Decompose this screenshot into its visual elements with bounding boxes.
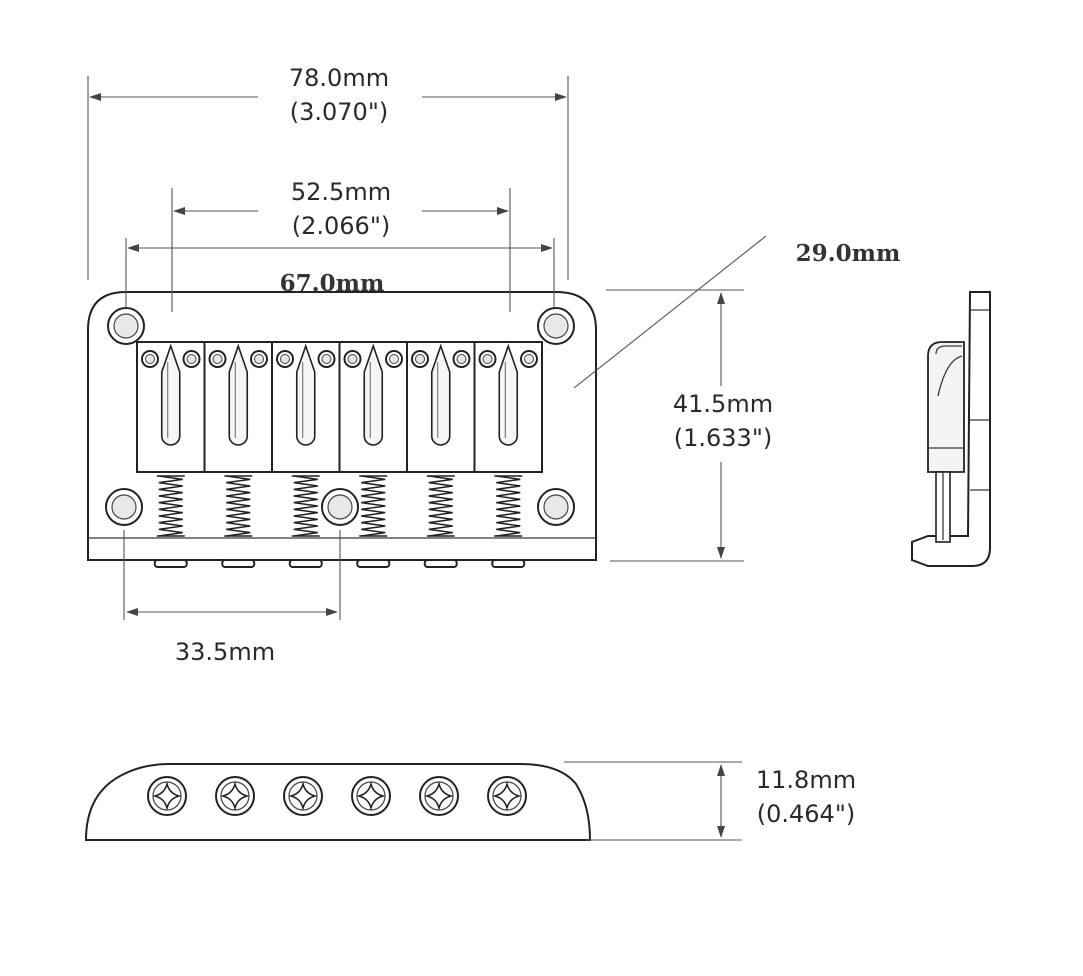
- screw-tip: [288, 559, 323, 568]
- screw-tip: [356, 559, 391, 568]
- depth-inch: (1.633"): [674, 424, 772, 452]
- depth-mm: 41.5mm: [673, 390, 773, 418]
- dim-overall-width: 78.0mm (3.070"): [87, 64, 569, 280]
- string-spacing-mm: 52.5mm: [291, 178, 391, 206]
- offset-width-mm: 29.0mm: [796, 240, 901, 267]
- mount-spacing-mm: 67.0mm: [280, 270, 385, 297]
- phillips-screw: [147, 776, 187, 816]
- spring: [156, 475, 185, 537]
- phillips-screw: [351, 776, 391, 816]
- saddle-screw-tips: [153, 559, 526, 568]
- phillips-screw: [215, 776, 255, 816]
- front-screws: [147, 776, 527, 816]
- side-saddle: [927, 341, 965, 473]
- dim-string-spacing: 52.5mm (2.066"): [171, 178, 511, 312]
- saddle: [271, 341, 341, 473]
- mount-hole-top-left: [107, 307, 145, 345]
- dim-height: 11.8mm (0.464"): [564, 761, 856, 841]
- side-view: [911, 291, 991, 567]
- spring: [291, 475, 320, 537]
- mount-hole-top-right: [537, 307, 575, 345]
- dim-offset-width: 29.0mm: [573, 235, 901, 389]
- mount-hole-bottom-right: [537, 488, 575, 526]
- saddle: [203, 341, 273, 473]
- saddle: [473, 341, 543, 473]
- height-inch: (0.464"): [757, 800, 855, 828]
- spring: [224, 475, 253, 537]
- saddle: [338, 341, 408, 473]
- overall-width-inch: (3.070"): [290, 98, 388, 126]
- springs: [156, 475, 523, 537]
- mount-hole-bottom-left: [105, 488, 143, 526]
- spring: [426, 475, 455, 537]
- top-view: [87, 291, 597, 568]
- screw-tip: [423, 559, 458, 568]
- overall-width-mm: 78.0mm: [289, 64, 389, 92]
- mount-hole-center: [321, 488, 359, 526]
- saddle: [406, 341, 476, 473]
- dim-mount-spacing: 67.0mm: [125, 238, 555, 308]
- front-view: [84, 763, 592, 841]
- phillips-screw: [419, 776, 459, 816]
- center-offset-mm: 33.5mm: [175, 638, 275, 666]
- saddle: [136, 341, 206, 473]
- spring: [494, 475, 523, 537]
- phillips-screw: [283, 776, 323, 816]
- phillips-screw: [487, 776, 527, 816]
- side-baseplate: [911, 291, 991, 567]
- height-mm: 11.8mm: [756, 766, 856, 794]
- screw-tip: [221, 559, 256, 568]
- dim-center-offset: 33.5mm: [123, 530, 341, 666]
- string-spacing-inch: (2.066"): [292, 212, 390, 240]
- screw-tip: [491, 559, 526, 568]
- dim-depth: 41.5mm (1.633"): [606, 289, 773, 562]
- saddles: [136, 341, 543, 473]
- front-housing: [84, 763, 592, 841]
- spring: [359, 475, 388, 537]
- screw-tip: [153, 559, 188, 568]
